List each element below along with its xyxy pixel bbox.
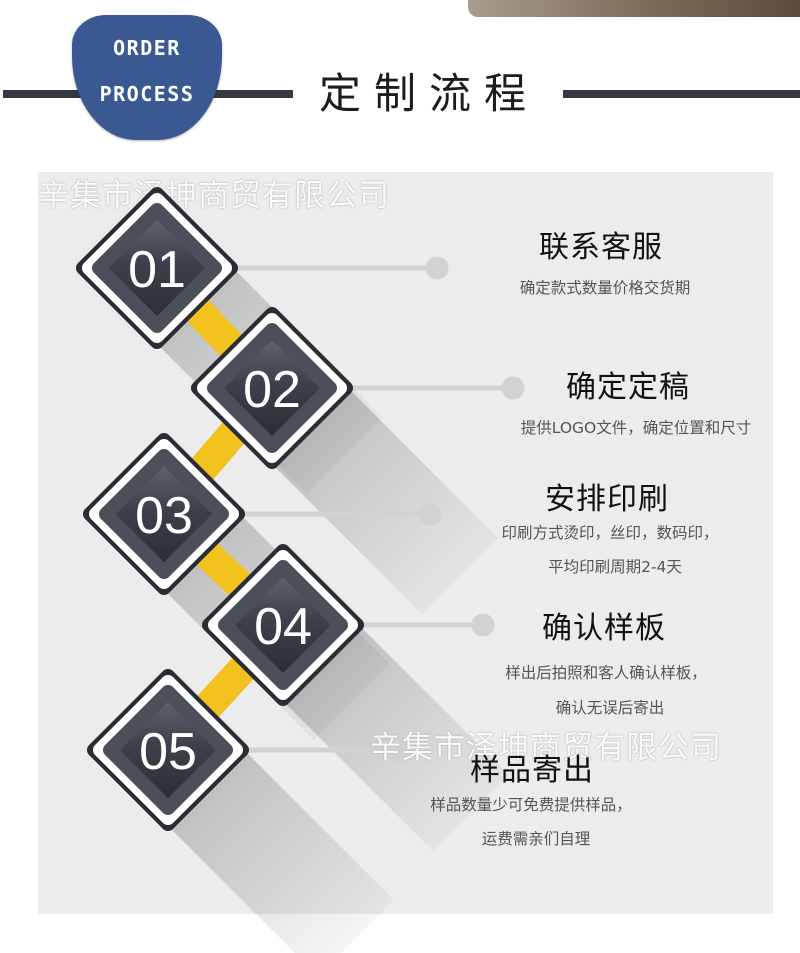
step-shadow-2 bbox=[272, 388, 498, 614]
step-title-5: 样品寄出 bbox=[470, 753, 594, 788]
guide-dot-1 bbox=[425, 256, 449, 280]
step-diamond-5: 05 bbox=[87, 669, 249, 831]
guide-dot-3 bbox=[418, 502, 442, 526]
step-desc-4-2: 确认无误后寄出 bbox=[555, 699, 665, 717]
step-diamond-4: 04 bbox=[202, 544, 364, 706]
step-desc-3-1: 印刷方式烫印，丝印，数码印， bbox=[501, 524, 719, 542]
step-title-1: 联系客服 bbox=[539, 230, 663, 265]
step-desc-1-1: 确定款式数量价格交货期 bbox=[519, 279, 691, 297]
header-rule-right bbox=[563, 90, 800, 98]
step-diamond-2: 02 bbox=[191, 307, 353, 469]
guide-dot-4 bbox=[471, 613, 495, 637]
page-title: 定制流程 bbox=[318, 69, 539, 118]
step-title-2: 确定定稿 bbox=[566, 370, 690, 405]
step-desc-2-1: 提供LOGO文件，确定位置和尺寸 bbox=[520, 419, 752, 437]
step-title-4: 确认样板 bbox=[542, 611, 666, 646]
step-number-1: 01 bbox=[128, 241, 186, 299]
step-shadow-5 bbox=[168, 750, 394, 953]
step-number-2: 02 bbox=[243, 361, 301, 419]
step-diamond-1: 01 bbox=[76, 187, 238, 349]
corner-photo-fragment bbox=[468, 0, 800, 17]
step-desc-5-1: 样品数量少可免费提供样品， bbox=[430, 796, 632, 814]
step-desc-4-1: 样出后拍照和客人确认样板， bbox=[505, 664, 707, 682]
watermark-bottom: 辛集市泽坤商贸有限公司 bbox=[370, 730, 722, 766]
order-process-badge: ORDER PROCESS bbox=[72, 15, 222, 140]
watermark-top: 辛集市泽坤商贸有限公司 bbox=[38, 178, 390, 214]
step-number-5: 05 bbox=[139, 723, 197, 781]
step-shadow-4 bbox=[283, 625, 509, 851]
guide-dot-5 bbox=[385, 738, 409, 762]
badge-text-process: PROCESS bbox=[99, 82, 195, 106]
step-desc-3-2: 平均印刷周期2-4天 bbox=[548, 558, 682, 576]
step-number-4: 04 bbox=[254, 598, 312, 656]
step-title-3: 安排印刷 bbox=[545, 482, 669, 517]
step-number-3: 03 bbox=[135, 487, 193, 545]
step-diamond-3: 03 bbox=[83, 433, 245, 595]
badge-text-order: ORDER bbox=[113, 36, 181, 60]
step-desc-5-2: 运费需亲们自理 bbox=[481, 830, 591, 848]
guide-dot-2 bbox=[501, 376, 525, 400]
